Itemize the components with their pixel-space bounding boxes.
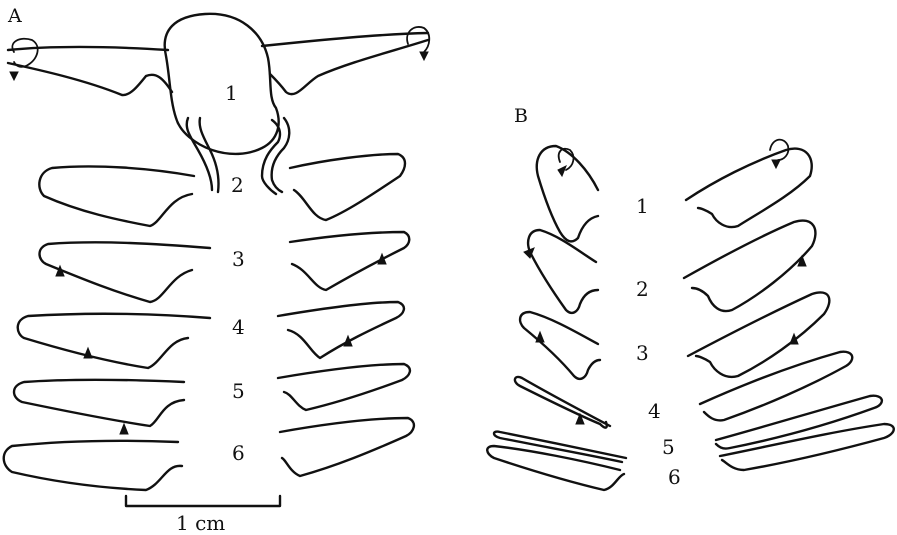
panel-b-seg1-right-plate (686, 149, 812, 227)
panel-b-seg4-right-plate (700, 352, 852, 421)
panel-a: A 1 2 3 (4, 5, 430, 535)
panel-a-rotation-arrowhead-left (10, 72, 18, 80)
panel-b-seg-label-2: 2 (636, 277, 649, 301)
panel-a-seg-label-4: 4 (232, 315, 245, 339)
panel-a-seg5-left-plate (14, 380, 184, 426)
scale-bar-line (126, 496, 280, 506)
panel-a-rotation-arrowhead-right (420, 52, 428, 60)
panel-a-seg6-left-plate (4, 441, 182, 490)
panel-a-seg1-left-arm (8, 47, 172, 95)
panel-a-seg2-left-plate (39, 166, 194, 226)
panel-a-rotation-arrow-left (12, 39, 37, 67)
panel-a-seg-label-6: 6 (232, 441, 245, 465)
panel-a-seg5-left-marker (120, 424, 128, 434)
panel-b-seg-label-6: 6 (668, 465, 681, 489)
panel-a-seg-label-3: 3 (232, 247, 245, 271)
panel-b-seg3-left-marker (536, 332, 544, 342)
panel-b-seg3-right-plate (688, 292, 829, 376)
scale-bar: 1 cm (126, 496, 280, 535)
scale-bar-label: 1 cm (176, 511, 225, 535)
panel-b-seg2-right-plate (684, 221, 815, 311)
panel-b-label: B (514, 105, 528, 127)
panel-b-segment-5: 5 (494, 396, 882, 462)
panel-a-seg5-right-plate (278, 364, 410, 410)
panel-b-segment-2: 2 (524, 221, 815, 313)
panel-a-seg4-right-plate (278, 302, 404, 358)
panel-a-seg3-left-plate (40, 242, 211, 302)
panel-a-segment-5: 5 (14, 364, 410, 434)
panel-a-seg1-body (165, 14, 279, 154)
panel-b-seg3-left-plate (520, 312, 600, 379)
panel-b-segment-3: 3 (520, 292, 829, 378)
panel-a-seg-label-5: 5 (232, 379, 245, 403)
panel-a-seg6-right-plate (280, 418, 414, 476)
panel-a-seg3-right-plate (290, 232, 409, 290)
panel-b-seg2-left-plate (528, 230, 598, 313)
panel-b-seg-label-5: 5 (662, 435, 675, 459)
panel-b-seg1-left-plate (537, 146, 598, 241)
panel-b-rotation-arrowhead-right (772, 160, 780, 168)
panel-a-seg1-right-process (262, 118, 289, 194)
panel-a-segment-3: 3 (40, 232, 410, 302)
panel-b: B 1 2 3 (487, 105, 894, 490)
panel-a-seg-label-2: 2 (231, 173, 244, 197)
panel-b-seg-label-1: 1 (636, 194, 649, 218)
panel-b-seg4-left-plate (515, 377, 610, 428)
panel-a-segment-6: 6 (4, 418, 414, 490)
panel-a-seg4-left-plate (18, 314, 210, 368)
panel-a-segment-2: 2 (39, 154, 405, 226)
panel-b-seg-label-3: 3 (636, 341, 649, 365)
panel-b-segment-6: 6 (487, 424, 894, 490)
panel-a-seg4-left-marker (84, 348, 92, 358)
panel-a-seg-label-1: 1 (225, 81, 238, 105)
panel-b-seg-label-4: 4 (648, 399, 661, 423)
panel-a-seg2-right-plate (290, 154, 405, 220)
panel-a-segment-4: 4 (18, 302, 404, 368)
panel-b-segment-1: 1 (537, 140, 812, 242)
panel-b-rotation-arrowhead-left (558, 166, 566, 176)
panel-a-seg1-right-arm (262, 33, 428, 94)
panel-a-label: A (7, 5, 22, 27)
panel-a-seg1-left-process (187, 118, 219, 192)
